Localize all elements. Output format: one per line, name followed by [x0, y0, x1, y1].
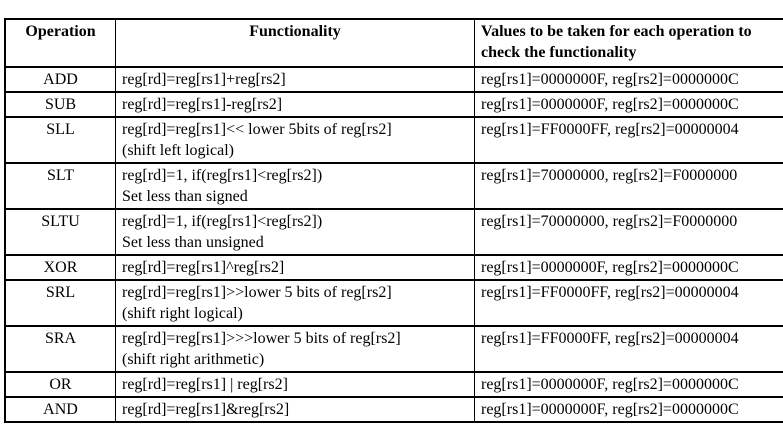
- table-row-sltu: SLTU reg[rd]=1, if(reg[rs1]<reg[rs2]) Se…: [4, 208, 783, 256]
- operation-cell: SRL: [4, 279, 116, 327]
- functionality-cell: reg[rd]=1, if(reg[rs1]<reg[rs2]) Set les…: [115, 208, 475, 256]
- functionality-cell: reg[rd]=reg[rs1]>>>lower 5 bits of reg[r…: [115, 325, 475, 373]
- table-row-or: OR reg[rd]=reg[rs1] | reg[rs2] reg[rs1]=…: [4, 371, 783, 398]
- functionality-cell: reg[rd]=reg[rs1]>>lower 5 bits of reg[rs…: [115, 279, 475, 327]
- functionality-cell: reg[rd]=reg[rs1]&reg[rs2]: [115, 396, 475, 423]
- operation-cell: OR: [4, 371, 116, 398]
- values-cell: reg[rs1]=0000000F, reg[rs2]=0000000C: [474, 91, 783, 118]
- values-cell: reg[rs1]=FF0000FF, reg[rs2]=00000004: [474, 325, 783, 373]
- values-cell: reg[rs1]=70000000, reg[rs2]=F0000000: [474, 162, 783, 210]
- header-row: Operation Functionality Values to be tak…: [4, 18, 783, 68]
- functionality-cell: reg[rd]=1, if(reg[rs1]<reg[rs2]) Set les…: [115, 162, 475, 210]
- values-cell: reg[rs1]=70000000, reg[rs2]=F0000000: [474, 208, 783, 256]
- operation-cell: SLTU: [4, 208, 116, 256]
- functionality-cell: reg[rd]=reg[rs1] | reg[rs2]: [115, 371, 475, 398]
- operation-cell: SRA: [4, 325, 116, 373]
- functionality-cell: reg[rd]=reg[rs1]+reg[rs2]: [115, 66, 475, 93]
- values-cell: reg[rs1]=0000000F, reg[rs2]=0000000C: [474, 396, 783, 423]
- table-row-and: AND reg[rd]=reg[rs1]&reg[rs2] reg[rs1]=0…: [4, 396, 783, 423]
- values-cell: reg[rs1]=0000000F, reg[rs2]=0000000C: [474, 371, 783, 398]
- operation-cell: ADD: [4, 66, 116, 93]
- table-row-xor: XOR reg[rd]=reg[rs1]^reg[rs2] reg[rs1]=0…: [4, 254, 783, 281]
- values-cell: reg[rs1]=FF0000FF, reg[rs2]=00000004: [474, 279, 783, 327]
- header-functionality: Functionality: [115, 18, 475, 68]
- table-row-add: ADD reg[rd]=reg[rs1]+reg[rs2] reg[rs1]=0…: [4, 66, 783, 93]
- operation-cell: AND: [4, 396, 116, 423]
- operation-cell: SLT: [4, 162, 116, 210]
- values-cell: reg[rs1]=0000000F, reg[rs2]=0000000C: [474, 66, 783, 93]
- table-row-slt: SLT reg[rd]=1, if(reg[rs1]<reg[rs2]) Set…: [4, 162, 783, 210]
- operation-cell: XOR: [4, 254, 116, 281]
- table-row-srl: SRL reg[rd]=reg[rs1]>>lower 5 bits of re…: [4, 279, 783, 327]
- functionality-cell: reg[rd]=reg[rs1]-reg[rs2]: [115, 91, 475, 118]
- table-row-sll: SLL reg[rd]=reg[rs1]<< lower 5bits of re…: [4, 116, 783, 164]
- header-values: Values to be taken for each operation to…: [474, 18, 783, 68]
- operations-table: Operation Functionality Values to be tak…: [4, 18, 783, 423]
- functionality-cell: reg[rd]=reg[rs1]^reg[rs2]: [115, 254, 475, 281]
- table-row-sra: SRA reg[rd]=reg[rs1]>>>lower 5 bits of r…: [4, 325, 783, 373]
- operation-cell: SUB: [4, 91, 116, 118]
- functionality-cell: reg[rd]=reg[rs1]<< lower 5bits of reg[rs…: [115, 116, 475, 164]
- operation-cell: SLL: [4, 116, 116, 164]
- header-operation: Operation: [4, 18, 116, 68]
- values-cell: reg[rs1]=FF0000FF, reg[rs2]=00000004: [474, 116, 783, 164]
- table-row-sub: SUB reg[rd]=reg[rs1]-reg[rs2] reg[rs1]=0…: [4, 91, 783, 118]
- values-cell: reg[rs1]=0000000F, reg[rs2]=0000000C: [474, 254, 783, 281]
